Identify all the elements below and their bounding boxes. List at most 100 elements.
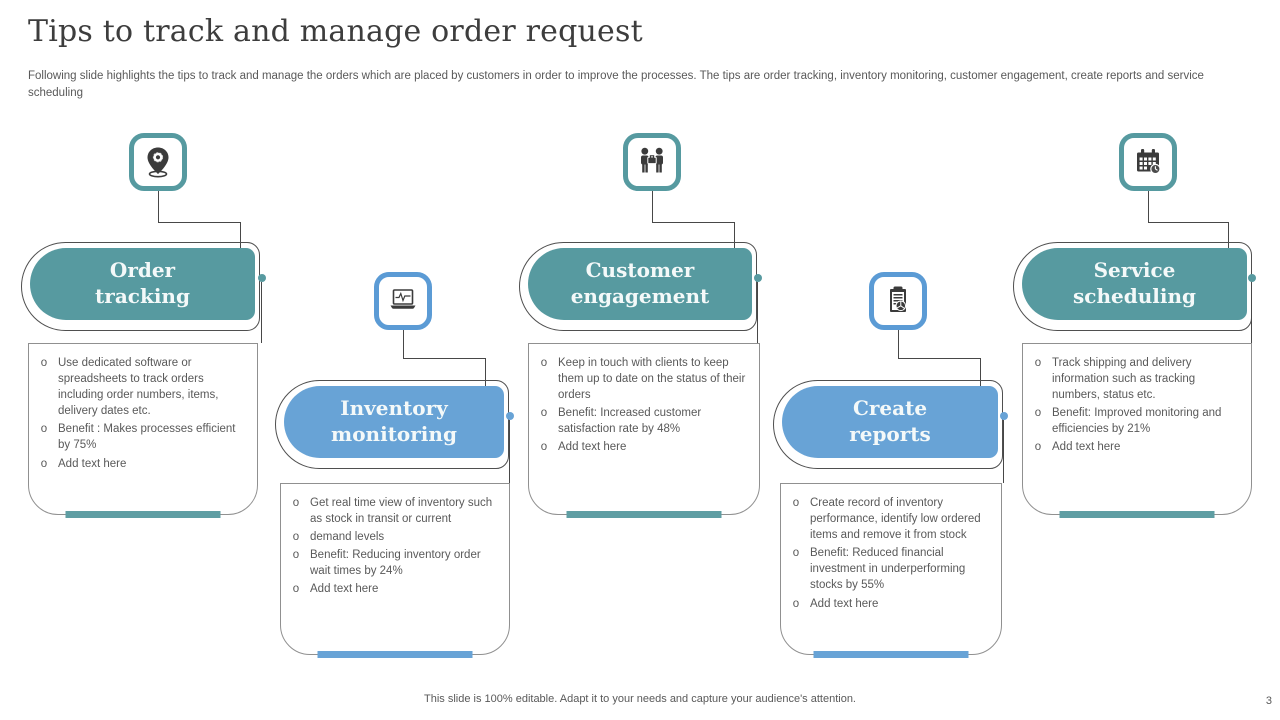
bullet-item: o Benefit: Increased customer satisfactio… bbox=[539, 405, 751, 437]
report-clipboard-icon bbox=[869, 272, 927, 330]
bullet-item: o Add text here bbox=[39, 456, 249, 472]
connector-dot bbox=[506, 412, 514, 420]
detail-box-create-reports: o Create record of inventory performance,… bbox=[780, 483, 1002, 658]
pill-label-line: engagement bbox=[570, 284, 710, 308]
stage-pill-service-scheduling: Service scheduling bbox=[1013, 242, 1252, 331]
pill-label: Order tracking bbox=[30, 248, 255, 320]
meeting-people-glyph bbox=[641, 147, 663, 173]
pill-outline bbox=[21, 242, 260, 331]
bullet-list: o Create record of inventory performance,… bbox=[781, 484, 1001, 612]
stage-pill-order-tracking: Order tracking bbox=[21, 242, 260, 331]
pill-label-line: Order bbox=[109, 258, 176, 283]
pill-outline bbox=[519, 242, 757, 331]
bullet-text: Keep in touch with clients to keep them … bbox=[558, 357, 746, 402]
bullet-item: o Track shipping and delivery information… bbox=[1033, 355, 1243, 403]
bullet-marker: o bbox=[792, 597, 800, 610]
bullet-marker: o bbox=[40, 457, 48, 470]
detail-box-service-scheduling: o Track shipping and delivery information… bbox=[1022, 343, 1252, 518]
meeting-people-icon bbox=[623, 133, 681, 191]
pill-label-line: scheduling bbox=[1073, 284, 1196, 308]
pill-label-line: Create bbox=[852, 396, 928, 421]
stage-pill-inventory-monitoring: Inventory monitoring bbox=[275, 380, 509, 469]
connector-dot bbox=[1248, 274, 1256, 282]
connector-line bbox=[898, 330, 981, 359]
bullet-list: o Get real time view of inventory such as… bbox=[281, 484, 509, 598]
bullet-text: Add text here bbox=[810, 597, 879, 610]
bullet-list: o Keep in touch with clients to keep them… bbox=[529, 344, 759, 456]
bullet-marker: o bbox=[40, 423, 48, 436]
accent-bar bbox=[317, 651, 473, 658]
accent-bar bbox=[813, 651, 969, 658]
bullet-text: Benefit: Increased customer satisfaction… bbox=[558, 407, 702, 436]
detail-box-order-tracking: o Use dedicated software or spreadsheets … bbox=[28, 343, 258, 518]
bullet-text: Get real time view of inventory such as … bbox=[310, 497, 493, 526]
laptop-pulse-icon bbox=[374, 272, 432, 330]
bullet-item: o Benefit : Makes processes efficient by … bbox=[39, 421, 249, 453]
bullet-text: Benefit: Improved monitoring and efficie… bbox=[1052, 407, 1222, 436]
bullet-marker: o bbox=[540, 441, 548, 454]
report-clipboard-glyph bbox=[890, 286, 907, 312]
bullet-item: o Keep in touch with clients to keep them… bbox=[539, 355, 751, 403]
bullet-text: Add text here bbox=[558, 441, 627, 454]
connector-line bbox=[509, 420, 510, 483]
pill-outline bbox=[773, 380, 1003, 469]
page-title: Tips to track and manage order request bbox=[28, 14, 643, 49]
page-subtitle: Following slide highlights the tips to t… bbox=[28, 70, 1204, 99]
detail-box-inventory-monitoring: o Get real time view of inventory such as… bbox=[280, 483, 510, 658]
bullet-list: o Use dedicated software or spreadsheets … bbox=[29, 344, 257, 472]
page-number: 3 bbox=[1265, 695, 1272, 707]
footer-note: This slide is 100% editable. Adapt it to… bbox=[424, 693, 856, 705]
connector-line bbox=[240, 222, 241, 251]
bullet-marker: o bbox=[1034, 441, 1042, 454]
bullet-marker: o bbox=[540, 357, 548, 369]
accent-bar bbox=[566, 511, 722, 518]
bullet-marker: o bbox=[1034, 357, 1042, 369]
location-pin-glyph bbox=[147, 147, 169, 178]
laptop-pulse-glyph bbox=[390, 289, 416, 309]
bullet-text: Track shipping and delivery information … bbox=[1052, 357, 1196, 402]
bullet-marker: o bbox=[292, 531, 300, 544]
pill-label-line: monitoring bbox=[331, 422, 457, 446]
pill-label-line: Service bbox=[1093, 258, 1176, 283]
bullet-item: o demand levels bbox=[291, 529, 501, 545]
connector-line bbox=[403, 330, 486, 359]
bullet-text: Use dedicated software or spreadsheets t… bbox=[58, 357, 219, 418]
stage-pill-customer-engagement: Customer engagement bbox=[519, 242, 757, 331]
bullet-marker: o bbox=[792, 497, 800, 509]
connector-line bbox=[980, 358, 981, 387]
connector-dot bbox=[1000, 412, 1008, 420]
bullet-text: Benefit : Makes processes efficient by 7… bbox=[58, 423, 236, 452]
bullet-text: Add text here bbox=[58, 457, 127, 470]
connector-line bbox=[734, 222, 735, 251]
pill-label-line: Inventory bbox=[340, 396, 448, 421]
bullet-marker: o bbox=[540, 407, 548, 420]
pill-label: Create reports bbox=[782, 386, 998, 458]
connector-line bbox=[757, 282, 758, 343]
bullet-text: Add text here bbox=[310, 583, 379, 596]
bullet-text: demand levels bbox=[310, 531, 385, 544]
calendar-clock-glyph bbox=[1137, 149, 1161, 175]
pill-outline bbox=[275, 380, 509, 469]
bullet-marker: o bbox=[40, 357, 48, 369]
connector-line bbox=[485, 358, 486, 387]
connector-line bbox=[1148, 191, 1229, 223]
bullet-text: Create record of inventory performance, … bbox=[810, 497, 981, 542]
pill-label-line: reports bbox=[849, 422, 931, 446]
bullet-item: o Add text here bbox=[791, 596, 993, 612]
connector-line bbox=[158, 191, 241, 223]
accent-bar bbox=[65, 511, 221, 518]
bullet-item: o Benefit: Improved monitoring and effici… bbox=[1033, 405, 1243, 437]
bullet-item: o Add text here bbox=[539, 439, 751, 455]
bullet-marker: o bbox=[1034, 407, 1042, 420]
pill-label: Service scheduling bbox=[1022, 248, 1247, 320]
connector-line bbox=[1003, 420, 1004, 483]
bullet-list: o Track shipping and delivery information… bbox=[1023, 344, 1251, 456]
connector-line bbox=[261, 282, 262, 343]
connector-dot bbox=[258, 274, 266, 282]
stage-pill-create-reports: Create reports bbox=[773, 380, 1003, 469]
